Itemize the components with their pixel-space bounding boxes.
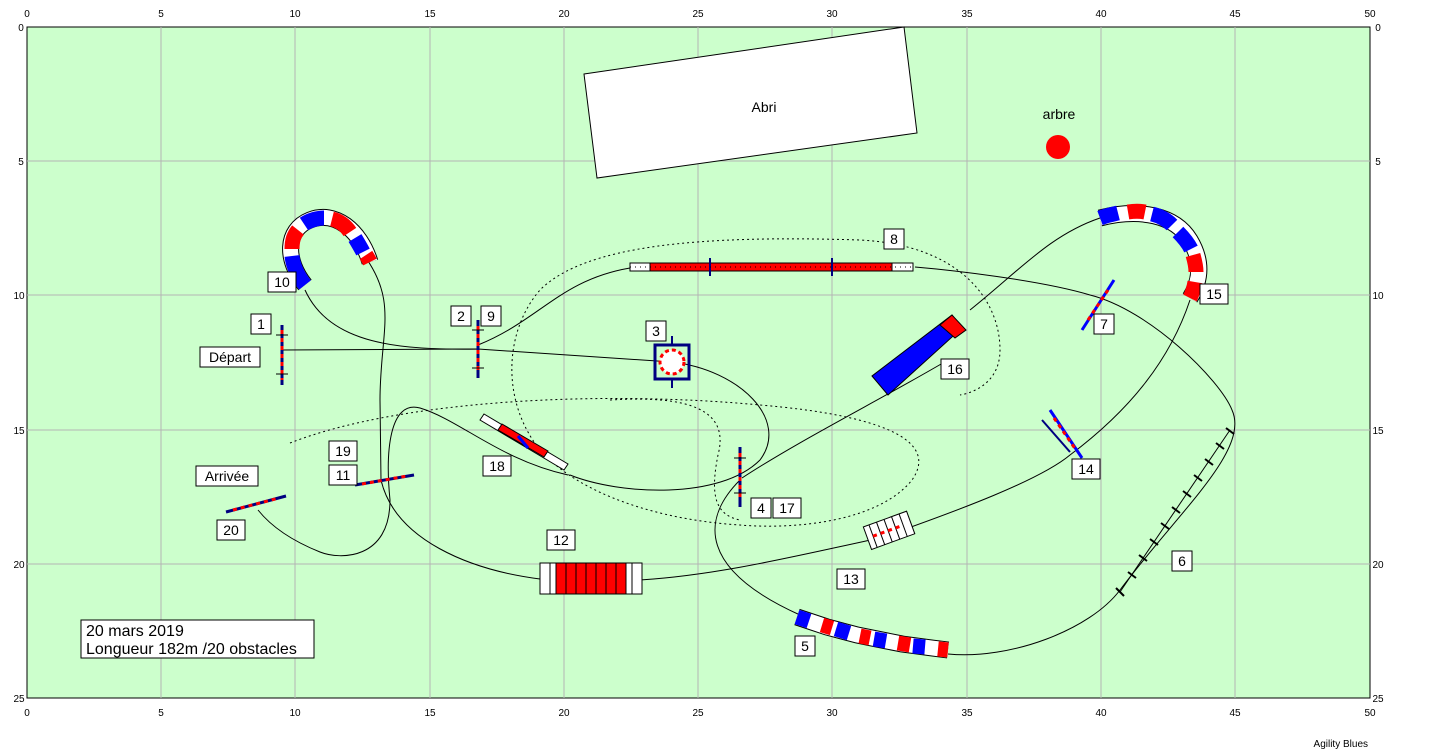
y-tick: 0: [1375, 23, 1381, 34]
label-5: 5: [801, 638, 809, 654]
number-labels: 1 2 9 3 4 17 5 6 7 8 10 19 11 12 13 14 1…: [216, 228, 1229, 657]
x-tick: 5: [158, 708, 164, 719]
y-tick: 15: [1372, 426, 1384, 437]
course-date: 20 mars 2019: [86, 623, 184, 640]
label-2: 2: [457, 308, 465, 324]
label-6: 6: [1178, 553, 1186, 569]
course-length: Longueur 182m /20 obstacles: [86, 641, 297, 658]
obstacle-7-jump: [1080, 279, 1116, 331]
obstacle-12-aframe: [539, 562, 643, 595]
obstacle-6-weave: [1115, 427, 1235, 597]
y-tick: 25: [1372, 694, 1384, 705]
x-tick: 35: [961, 9, 973, 20]
x-tick: 30: [826, 9, 838, 20]
y-tick: 20: [1372, 560, 1384, 571]
course-info-box: 20 mars 2019 Longueur 182m /20 obstacles: [80, 619, 315, 659]
obstacle-11-jump: [354, 473, 415, 487]
x-tick: 45: [1229, 708, 1241, 719]
x-axis-bottom: 0 5 10 15 20 25 30 35 40 45 50: [24, 708, 1376, 719]
obstacle-14-doublejump: [1041, 409, 1084, 459]
handler-path: [289, 238, 1001, 527]
x-tick: 10: [289, 708, 301, 719]
label-4: 4: [757, 500, 765, 516]
label-8: 8: [890, 231, 898, 247]
x-tick: 15: [424, 708, 436, 719]
label-15: 15: [1206, 286, 1222, 302]
obstacle-2-jump: [472, 320, 484, 378]
x-tick: 20: [558, 708, 570, 719]
x-tick: 45: [1229, 9, 1241, 20]
obstacle-18-seesaw: [479, 413, 569, 471]
obstacle-10-tunnel: [282, 208, 379, 291]
handler-path-loop: [609, 398, 741, 521]
shelter: Abri: [583, 26, 918, 179]
tree-label: arbre: [1043, 106, 1076, 122]
brand-label: Agility Blues: [1314, 739, 1368, 750]
y-axis-right: 0 5 10 15 20 25: [1372, 23, 1384, 705]
x-tick: 5: [158, 9, 164, 20]
label-1: 1: [257, 316, 265, 332]
x-tick: 50: [1364, 9, 1376, 20]
y-tick: 5: [18, 157, 24, 168]
x-axis-top: 0 5 10 15 20 25 30 35 40 45 50: [24, 9, 1376, 20]
y-axis-left: 0 5 10 15 20 25: [13, 23, 25, 705]
x-tick: 30: [826, 708, 838, 719]
obstacle-8-dogwalk: [629, 258, 914, 276]
tree: arbre: [1043, 106, 1076, 159]
obstacle-16-chute: [871, 314, 967, 396]
obstacle-15-tunnel: [1097, 203, 1208, 303]
y-tick: 25: [13, 694, 25, 705]
y-tick: 0: [18, 23, 24, 34]
obstacle-5-tunnel: [794, 608, 950, 659]
label-9: 9: [487, 308, 495, 324]
y-tick: 5: [1375, 157, 1381, 168]
label-7: 7: [1100, 316, 1108, 332]
label-17: 17: [779, 500, 795, 516]
x-tick: 0: [24, 9, 30, 20]
obstacle-4-jump: [734, 447, 746, 507]
label-16: 16: [947, 361, 963, 377]
label-13: 13: [843, 571, 859, 587]
obstacle-3-tyre: [653, 336, 691, 388]
x-tick: 25: [692, 708, 704, 719]
y-tick: 10: [13, 291, 25, 302]
obstacle-20-jump: [225, 494, 287, 514]
label-11: 11: [336, 467, 351, 483]
finish-label-box: Arrivée: [195, 465, 259, 487]
y-tick: 20: [13, 560, 25, 571]
x-tick: 40: [1095, 9, 1107, 20]
x-tick: 15: [424, 9, 436, 20]
x-tick: 50: [1364, 708, 1376, 719]
label-10: 10: [274, 274, 290, 290]
obstacle-1-jump: [276, 325, 288, 385]
x-tick: 10: [289, 9, 301, 20]
x-tick: 35: [961, 708, 973, 719]
label-14: 14: [1078, 461, 1094, 477]
finish-label: Arrivée: [205, 468, 250, 484]
x-tick: 25: [692, 9, 704, 20]
label-3: 3: [652, 323, 660, 339]
label-19: 19: [335, 443, 351, 459]
shelter-label: Abri: [752, 99, 777, 115]
y-tick: 10: [1372, 291, 1384, 302]
obstacle-13-longjump: [862, 510, 916, 551]
label-12: 12: [553, 532, 569, 548]
start-label: Départ: [209, 349, 251, 365]
x-tick: 0: [24, 708, 30, 719]
label-20: 20: [223, 522, 239, 538]
start-label-box: Départ: [199, 346, 261, 368]
x-tick: 20: [558, 9, 570, 20]
x-tick: 40: [1095, 708, 1107, 719]
label-18: 18: [489, 458, 505, 474]
y-tick: 15: [13, 426, 25, 437]
